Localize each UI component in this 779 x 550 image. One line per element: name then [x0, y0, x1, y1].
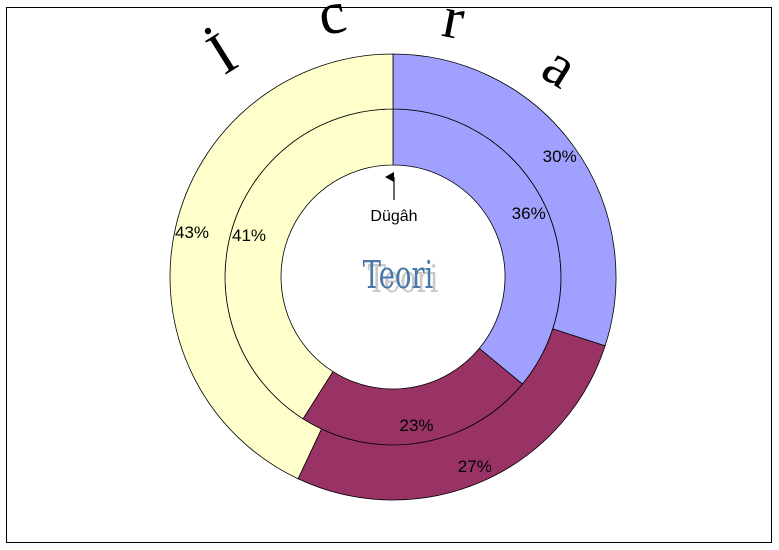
doughnut-rings	[169, 53, 617, 501]
ring-1-label-3: 41%	[232, 226, 266, 245]
title-char-1: İ	[196, 20, 248, 87]
ring-1-label-1: 36%	[512, 204, 546, 223]
title-char-2: c	[312, 0, 351, 48]
ring-2-label-2: 27%	[458, 457, 492, 476]
title-char-3: r	[438, 0, 470, 52]
ring-2-segment-1	[392, 53, 617, 347]
ring-1-label-2: 23%	[399, 416, 433, 435]
center-text: Teori	[363, 252, 434, 297]
ring-2-segment-3	[169, 53, 394, 480]
ring-2-label-3: 43%	[175, 223, 209, 242]
data-labels: 36% 23% 41% 30% 27% 43%	[175, 147, 577, 476]
start-label: Dügâh	[370, 208, 417, 225]
ring-2-label-1: 30%	[543, 147, 577, 166]
center-text-shadow: Teori	[368, 256, 439, 301]
title-char-4: a	[532, 31, 590, 101]
